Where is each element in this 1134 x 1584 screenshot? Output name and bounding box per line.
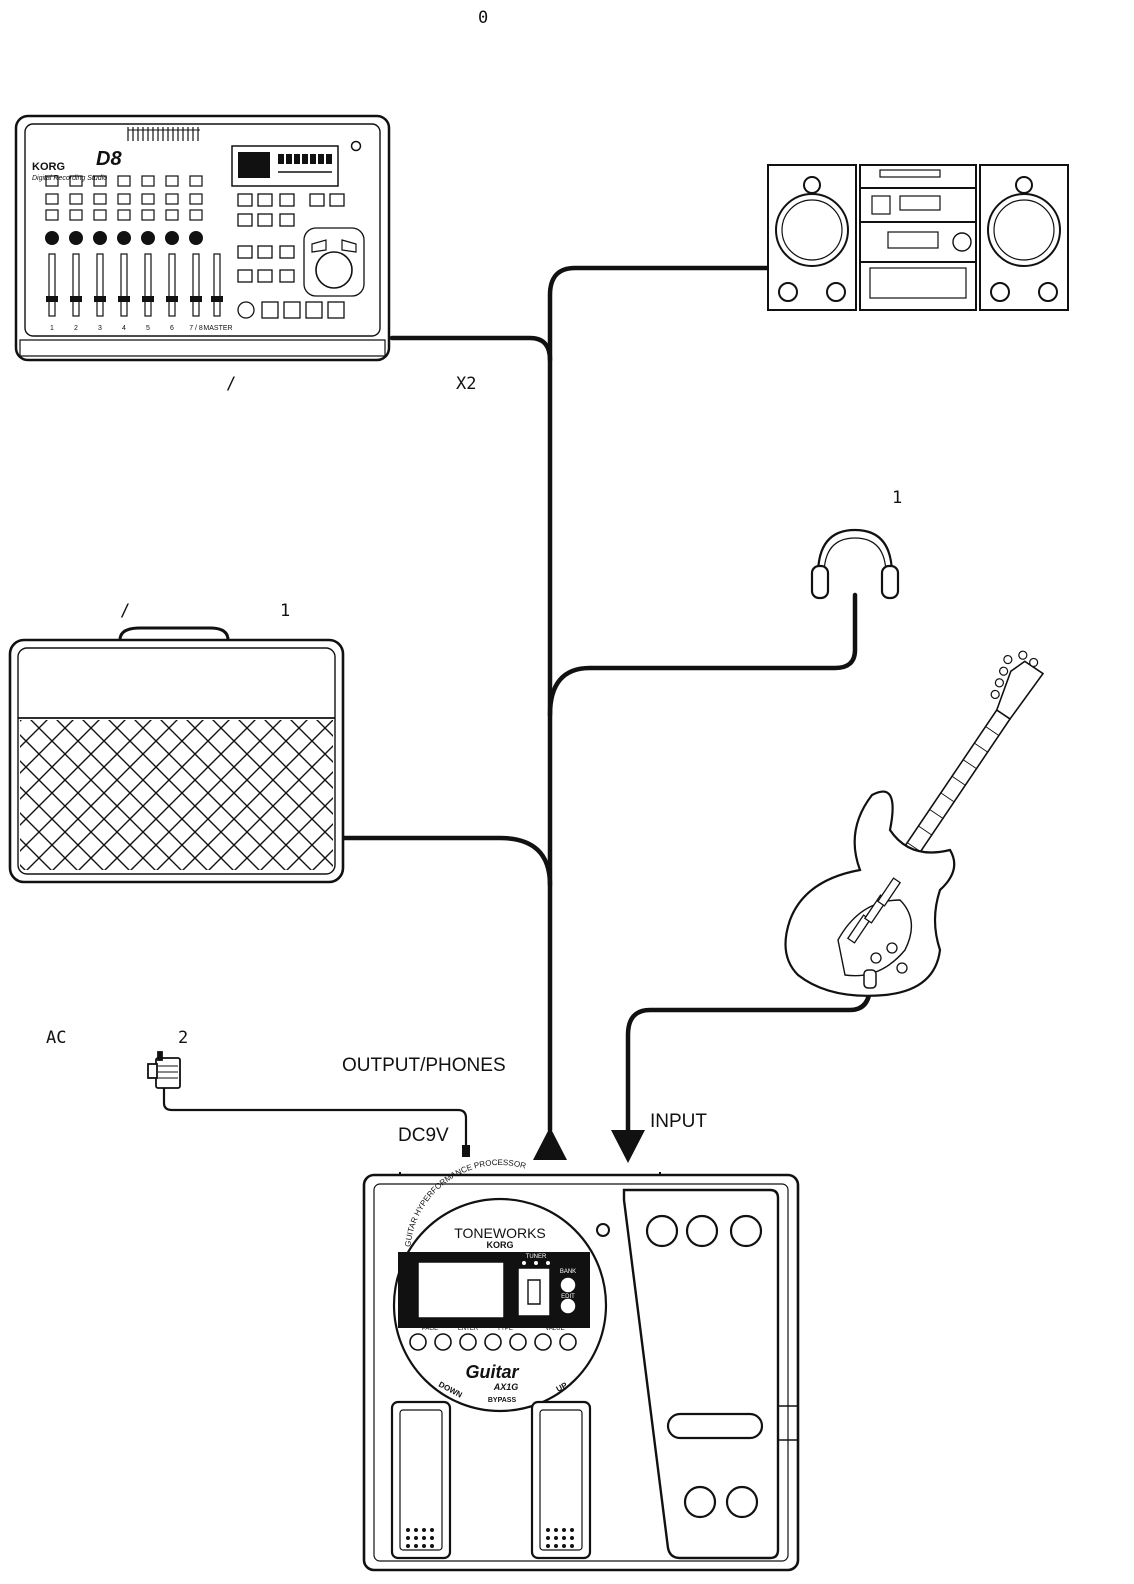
- channel-strips: [45, 175, 203, 221]
- edit-label: EDIT: [561, 1294, 575, 1300]
- stereo-unit: [859, 164, 977, 311]
- label-amp-one: 1: [280, 601, 291, 621]
- svg-text:MASTER: MASTER: [203, 325, 232, 332]
- recorder-model: D8: [96, 148, 122, 170]
- recorder-d8: KORG D8 Digital Recording Studio 1 2 3 4…: [14, 114, 391, 362]
- channel-faders: [48, 253, 221, 317]
- left-speaker: [767, 164, 857, 311]
- guitar-amp: [8, 626, 345, 884]
- processor-ax1g: GUITAR HYPERFORMANCE PROCESSOR TONEWORKS…: [362, 1158, 800, 1572]
- value-label: VALUE: [545, 1326, 564, 1332]
- model-script: Guitar: [465, 1362, 519, 1382]
- stereo-system: [767, 164, 1069, 311]
- tuner-label: TUNER: [526, 1254, 547, 1260]
- type-label: TYPE: [497, 1326, 513, 1332]
- label-ac-two: 2: [178, 1028, 189, 1048]
- headphones: [810, 528, 900, 600]
- cables: [340, 265, 873, 1133]
- processor-brand: KORG: [487, 1240, 514, 1250]
- svg-text:5: 5: [146, 325, 150, 332]
- adapter-cable: [162, 1088, 470, 1157]
- expression-pedal: [622, 1188, 780, 1560]
- label-x2: X2: [456, 374, 477, 394]
- input-arrow: [611, 1130, 645, 1163]
- label-dc9v: DC9V: [398, 1125, 449, 1146]
- electric-guitar: [784, 650, 1045, 997]
- toneworks-label: TONEWORKS: [454, 1225, 546, 1241]
- svg-text:4: 4: [122, 325, 126, 332]
- ac-adapter: [147, 1051, 181, 1089]
- model-label: AX1G: [493, 1382, 519, 1392]
- fader-caps: [46, 296, 223, 302]
- recorder-buttons: [237, 193, 345, 283]
- recorder-subtitle: Digital Recording Studio: [32, 175, 107, 182]
- label-ac: AC: [46, 1028, 67, 1048]
- cable-guitar: [625, 982, 873, 1133]
- header-meter: [127, 127, 200, 141]
- transport-buttons: [237, 301, 345, 319]
- label-recorder-slash: /: [226, 374, 237, 394]
- footswitch-left: [390, 1400, 452, 1560]
- svg-text:3: 3: [98, 325, 102, 332]
- recorder-brand: KORG: [32, 161, 65, 173]
- footswitch-right: [530, 1400, 592, 1560]
- panel-buttons: [409, 1333, 577, 1351]
- label-top-zero: 0: [478, 8, 489, 28]
- svg-text:2: 2: [74, 325, 78, 332]
- right-speaker: [979, 164, 1069, 311]
- channel-knobs: [45, 231, 203, 245]
- label-headphones-one: 1: [892, 488, 903, 508]
- label-amp-slash: /: [120, 601, 131, 621]
- cable-headphones: [547, 592, 858, 718]
- output-arrow: [533, 1127, 567, 1160]
- lcd-display: [417, 1261, 505, 1319]
- page-label: PAGE: [422, 1326, 438, 1332]
- bypass-label: BYPASS: [488, 1397, 517, 1404]
- enter-label: ENTER: [458, 1326, 479, 1332]
- svg-text:1: 1: [50, 325, 54, 332]
- svg-text:7 / 8: 7 / 8: [189, 325, 203, 332]
- label-output-phones: OUTPUT/PHONES: [342, 1055, 506, 1076]
- bank-label: BANK: [560, 1269, 576, 1275]
- amp-grille: [20, 720, 333, 870]
- cable-recorder: [389, 335, 553, 363]
- jog-wheel: [303, 227, 365, 297]
- channel-numbers: 1 2 3 4 5 6 7 / 8 MASTER: [50, 325, 233, 332]
- cable-amp: [340, 835, 553, 888]
- label-input: INPUT: [650, 1111, 707, 1132]
- cable-stereo: [547, 265, 771, 1133]
- svg-text:6: 6: [170, 325, 174, 332]
